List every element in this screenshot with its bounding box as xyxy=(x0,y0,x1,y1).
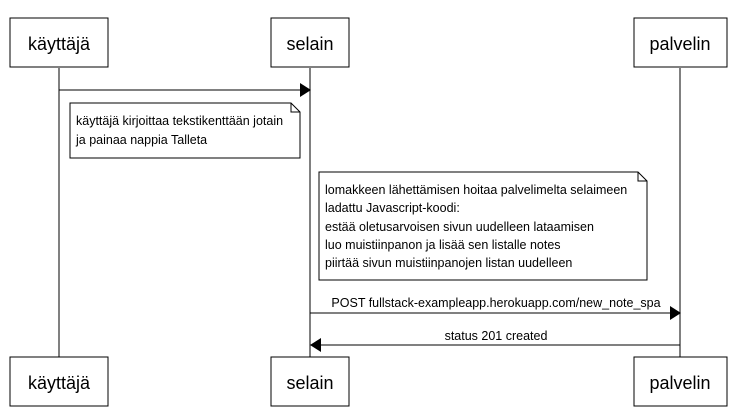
note-2: lomakkeen lähettämisen hoitaa palvelimel… xyxy=(318,171,648,281)
participant-palvelin-bottom: palvelin xyxy=(633,356,728,407)
message-arrow-3: status 201 created xyxy=(310,329,680,352)
note-text-line: piirtää sivun muistiinpanojen listan uud… xyxy=(325,256,572,270)
participant-label: selain xyxy=(286,373,333,393)
participant-label: palvelin xyxy=(649,373,710,393)
participant-kayttaja-top: käyttäjä xyxy=(9,17,109,68)
message-label: POST fullstack-exampleapp.herokuapp.com/… xyxy=(331,296,660,310)
participant-label: käyttäjä xyxy=(28,34,91,54)
note-text-line: käyttäjä kirjoittaa tekstikenttään jotai… xyxy=(76,114,283,128)
note-text-line: luo muistiinpanon ja lisää sen listalle … xyxy=(325,238,561,252)
note-text-line: lomakkeen lähettämisen hoitaa palvelimel… xyxy=(325,183,627,197)
participant-label: käyttäjä xyxy=(28,373,91,393)
participant-label: palvelin xyxy=(649,34,710,54)
note-1: käyttäjä kirjoittaa tekstikenttään jotai… xyxy=(69,102,301,159)
participant-palvelin-top: palvelin xyxy=(633,17,728,68)
message-arrow-2: POST fullstack-exampleapp.herokuapp.com/… xyxy=(310,296,681,320)
note-text-line: ladattu Javascript-koodi: xyxy=(325,201,460,215)
message-label: status 201 created xyxy=(445,329,548,343)
message-arrow-1 xyxy=(59,83,311,97)
note-text-line: ja painaa nappia Talleta xyxy=(75,133,207,147)
participant-kayttaja-bottom: käyttäjä xyxy=(9,356,109,407)
participant-selain-top: selain xyxy=(270,17,350,68)
participant-selain-bottom: selain xyxy=(270,356,350,407)
participant-label: selain xyxy=(286,34,333,54)
note-text-line: estää oletusarvoisen sivun uudelleen lat… xyxy=(325,220,594,234)
